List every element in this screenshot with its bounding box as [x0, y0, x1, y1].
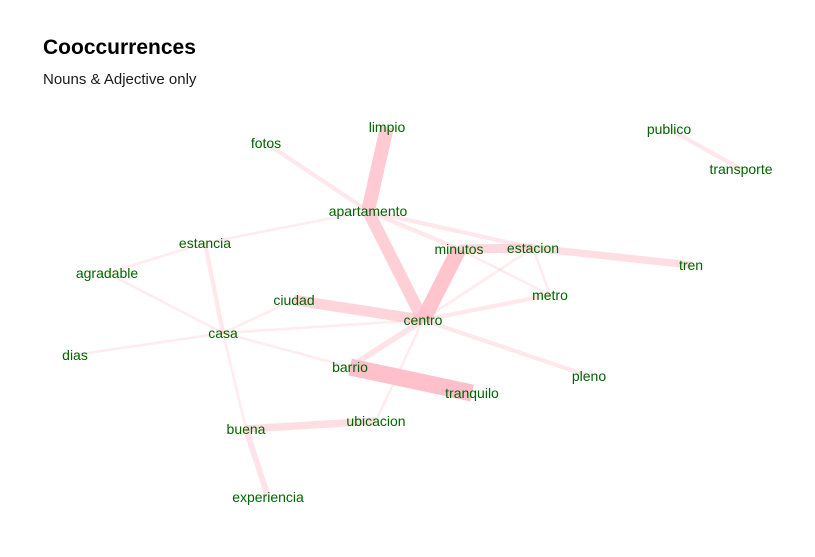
edge-casa-buena — [221, 332, 248, 430]
edge-apartamento-centro — [362, 208, 429, 323]
edge-centro-metro — [422, 292, 551, 323]
node-label-fotos: fotos — [251, 135, 281, 151]
edge-apartamento-estancia — [204, 209, 369, 245]
node-label-pleno: pleno — [572, 368, 606, 384]
node-label-metro: metro — [532, 287, 568, 303]
node-label-layer: limpio fotos publico transporte apartamento e… — [62, 119, 773, 505]
edge-limpio-apartamento — [361, 125, 394, 213]
edge-buena-ubicacion — [245, 417, 377, 433]
edge-apartamento-minutos — [367, 209, 460, 251]
node-label-barrio: barrio — [332, 359, 368, 375]
node-label-estacion: estacion — [507, 240, 559, 256]
edge-minutos-estacion — [458, 243, 534, 254]
edge-barrio-centro — [348, 317, 425, 370]
node-label-minutos: minutos — [434, 241, 483, 257]
node-label-centro: centro — [404, 312, 443, 328]
edge-ciudad-centro — [293, 294, 424, 326]
edge-centro-estacion — [422, 246, 534, 322]
edge-fotos-apartamento — [264, 141, 370, 213]
edge-casa-centro — [222, 318, 424, 335]
node-label-agradable: agradable — [76, 265, 138, 281]
node-label-experiencia: experiencia — [232, 489, 304, 505]
node-label-transporte: transporte — [709, 161, 772, 177]
edge-buena-experiencia — [243, 428, 271, 498]
edge-apartamento-estacion — [367, 208, 534, 251]
node-label-publico: publico — [647, 121, 692, 137]
chart-title: Cooccurrences — [43, 36, 196, 59]
edge-estancia-agradable — [106, 241, 206, 275]
edge-minutos-metro — [458, 247, 551, 297]
node-label-casa: casa — [208, 325, 238, 341]
edge-barrio-tranquilo — [348, 358, 474, 402]
edge-centro-pleno — [422, 318, 590, 378]
edge-centro-ubicacion — [374, 319, 425, 422]
node-label-ubicacion: ubicacion — [346, 413, 405, 429]
node-label-estancia: estancia — [179, 235, 231, 251]
edge-casa-agradable — [106, 271, 224, 335]
edge-casa-dias — [74, 331, 224, 357]
edge-casa-barrio — [222, 331, 351, 369]
node-label-ciudad: ciudad — [273, 292, 314, 308]
node-label-buena: buena — [227, 421, 266, 437]
edge-estacion-metro — [531, 247, 552, 296]
edge-minutos-centro — [416, 245, 466, 324]
edge-publico-transporte — [667, 127, 743, 171]
node-label-apartamento: apartamento — [329, 203, 408, 219]
node-label-limpio: limpio — [369, 119, 406, 135]
edge-casa-ciudad — [222, 298, 295, 335]
edge-estancia-casa — [202, 242, 226, 334]
edge-estacion-tren — [532, 244, 692, 269]
edge-layer — [74, 125, 743, 498]
node-label-tren: tren — [679, 257, 703, 273]
chart-subtitle: Nouns & Adjective only — [43, 71, 197, 88]
node-label-dias: dias — [62, 347, 88, 363]
node-label-tranquilo: tranquilo — [445, 385, 499, 401]
